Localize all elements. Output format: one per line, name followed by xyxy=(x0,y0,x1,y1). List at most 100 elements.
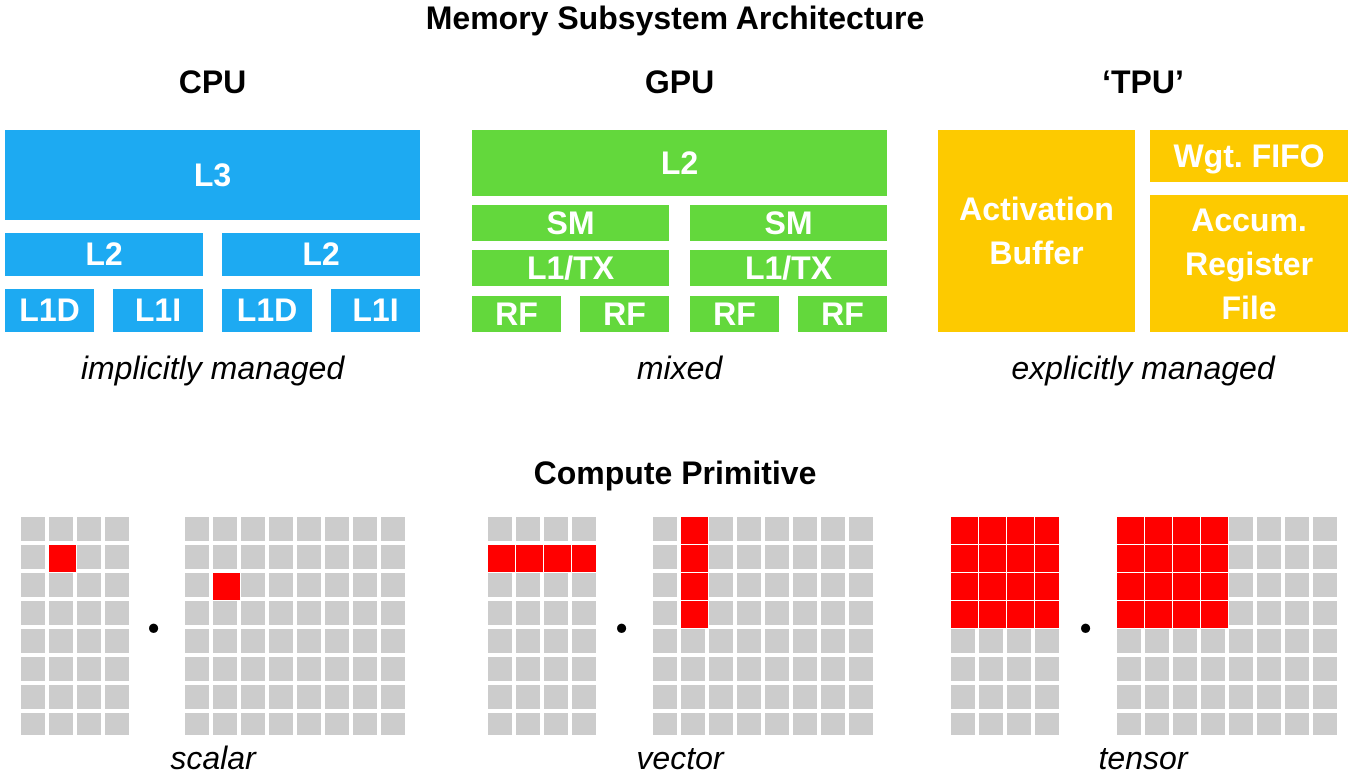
matrix-cell xyxy=(49,601,73,625)
matrix-cell xyxy=(213,601,237,625)
matrix-cell xyxy=(185,657,209,681)
matrix-cell xyxy=(1257,713,1281,735)
matrix-cell xyxy=(1035,713,1059,735)
matrix-cell xyxy=(1285,657,1309,681)
matrix-cell-active xyxy=(1035,573,1059,600)
matrix-cell xyxy=(297,713,321,735)
matrix-cell xyxy=(1285,713,1309,735)
matrix-cell xyxy=(821,517,845,541)
matrix-cell-active xyxy=(979,545,1006,572)
matrix-cell xyxy=(297,517,321,541)
matrix-cell-active xyxy=(951,545,978,572)
tpu-heading: ‘TPU’ xyxy=(1102,64,1184,100)
matrix-cell xyxy=(1173,713,1197,735)
matrix-cell xyxy=(21,685,45,709)
matrix-cell xyxy=(381,573,405,597)
matrix-cell xyxy=(681,685,705,709)
matrix-cell xyxy=(1285,685,1309,709)
matrix-cell xyxy=(572,713,596,735)
tpu-activation-buffer: Activation Buffer xyxy=(938,130,1135,332)
matrix-cell xyxy=(185,517,209,541)
matrix-cell xyxy=(269,601,293,625)
matrix-cell xyxy=(353,601,377,625)
scalar-right-matrix xyxy=(185,517,405,735)
matrix-cell xyxy=(325,657,349,681)
matrix-cell xyxy=(544,713,568,735)
matrix-cell xyxy=(709,629,733,653)
matrix-cell xyxy=(105,517,129,541)
matrix-cell xyxy=(353,545,377,569)
matrix-cell xyxy=(516,629,540,653)
matrix-cell xyxy=(1035,629,1059,653)
matrix-cell-active xyxy=(681,601,708,628)
matrix-cell-active xyxy=(1007,545,1034,572)
gpu-rf-1: RF xyxy=(580,296,669,332)
matrix-cell xyxy=(1257,517,1281,541)
matrix-cell xyxy=(1229,601,1253,625)
matrix-cell xyxy=(653,517,677,541)
matrix-cell xyxy=(241,573,265,597)
matrix-cell xyxy=(793,629,817,653)
matrix-cell-active xyxy=(951,517,978,544)
cpu-caption: implicitly managed xyxy=(80,350,345,386)
matrix-cell xyxy=(49,517,73,541)
gpu-heading: GPU xyxy=(644,64,715,100)
matrix-cell xyxy=(353,517,377,541)
matrix-cell xyxy=(1313,601,1337,625)
matrix-cell xyxy=(77,517,101,541)
matrix-cell xyxy=(709,713,733,735)
matrix-cell xyxy=(325,545,349,569)
matrix-cell xyxy=(979,685,1003,709)
matrix-cell xyxy=(105,657,129,681)
matrix-cell xyxy=(572,573,596,597)
matrix-cell xyxy=(1285,517,1309,541)
tpu-caption: explicitly managed xyxy=(1011,350,1275,386)
cpu-l2-cache-0: L2 xyxy=(5,233,203,276)
matrix-cell xyxy=(488,657,512,681)
matrix-cell xyxy=(213,657,237,681)
matrix-cell xyxy=(185,573,209,597)
gpu-rf-2: RF xyxy=(690,296,779,332)
matrix-cell xyxy=(1173,685,1197,709)
matrix-cell xyxy=(77,629,101,653)
matrix-cell-active xyxy=(1117,601,1144,628)
matrix-cell-active xyxy=(213,573,240,600)
matrix-cell xyxy=(381,685,405,709)
gpu-l2-cache: L2 xyxy=(472,130,887,196)
matrix-cell xyxy=(77,685,101,709)
matrix-cell xyxy=(653,657,677,681)
gpu-l1tx-1: L1/TX xyxy=(690,250,887,286)
cpu-l3-cache: L3 xyxy=(5,130,420,220)
matrix-cell xyxy=(793,601,817,625)
matrix-cell xyxy=(951,713,975,735)
matrix-cell xyxy=(213,629,237,653)
matrix-cell-active xyxy=(1117,573,1144,600)
matrix-cell xyxy=(269,657,293,681)
matrix-cell-active xyxy=(1035,545,1059,572)
matrix-cell xyxy=(185,601,209,625)
matrix-cell-active xyxy=(1201,545,1228,572)
matrix-cell xyxy=(1229,629,1253,653)
matrix-cell xyxy=(1229,545,1253,569)
matrix-cell xyxy=(213,685,237,709)
matrix-cell-active xyxy=(1173,545,1200,572)
matrix-cell-active xyxy=(1035,601,1059,628)
cpu-l2-cache-1: L2 xyxy=(222,233,420,276)
matrix-cell xyxy=(21,657,45,681)
matrix-cell xyxy=(77,657,101,681)
matrix-cell xyxy=(353,657,377,681)
matrix-cell xyxy=(1257,657,1281,681)
matrix-cell xyxy=(765,545,789,569)
matrix-cell xyxy=(1145,629,1169,653)
matrix-cell xyxy=(1257,545,1281,569)
matrix-cell xyxy=(241,685,265,709)
tensor-caption: tensor xyxy=(1098,740,1188,776)
matrix-cell-active xyxy=(1145,601,1172,628)
matrix-cell xyxy=(488,573,512,597)
matrix-cell xyxy=(821,713,845,735)
matrix-cell xyxy=(709,545,733,569)
cpu-l1d-cache-1: L1D xyxy=(222,289,312,332)
matrix-cell xyxy=(1313,517,1337,541)
matrix-cell xyxy=(21,629,45,653)
matrix-cell xyxy=(765,685,789,709)
